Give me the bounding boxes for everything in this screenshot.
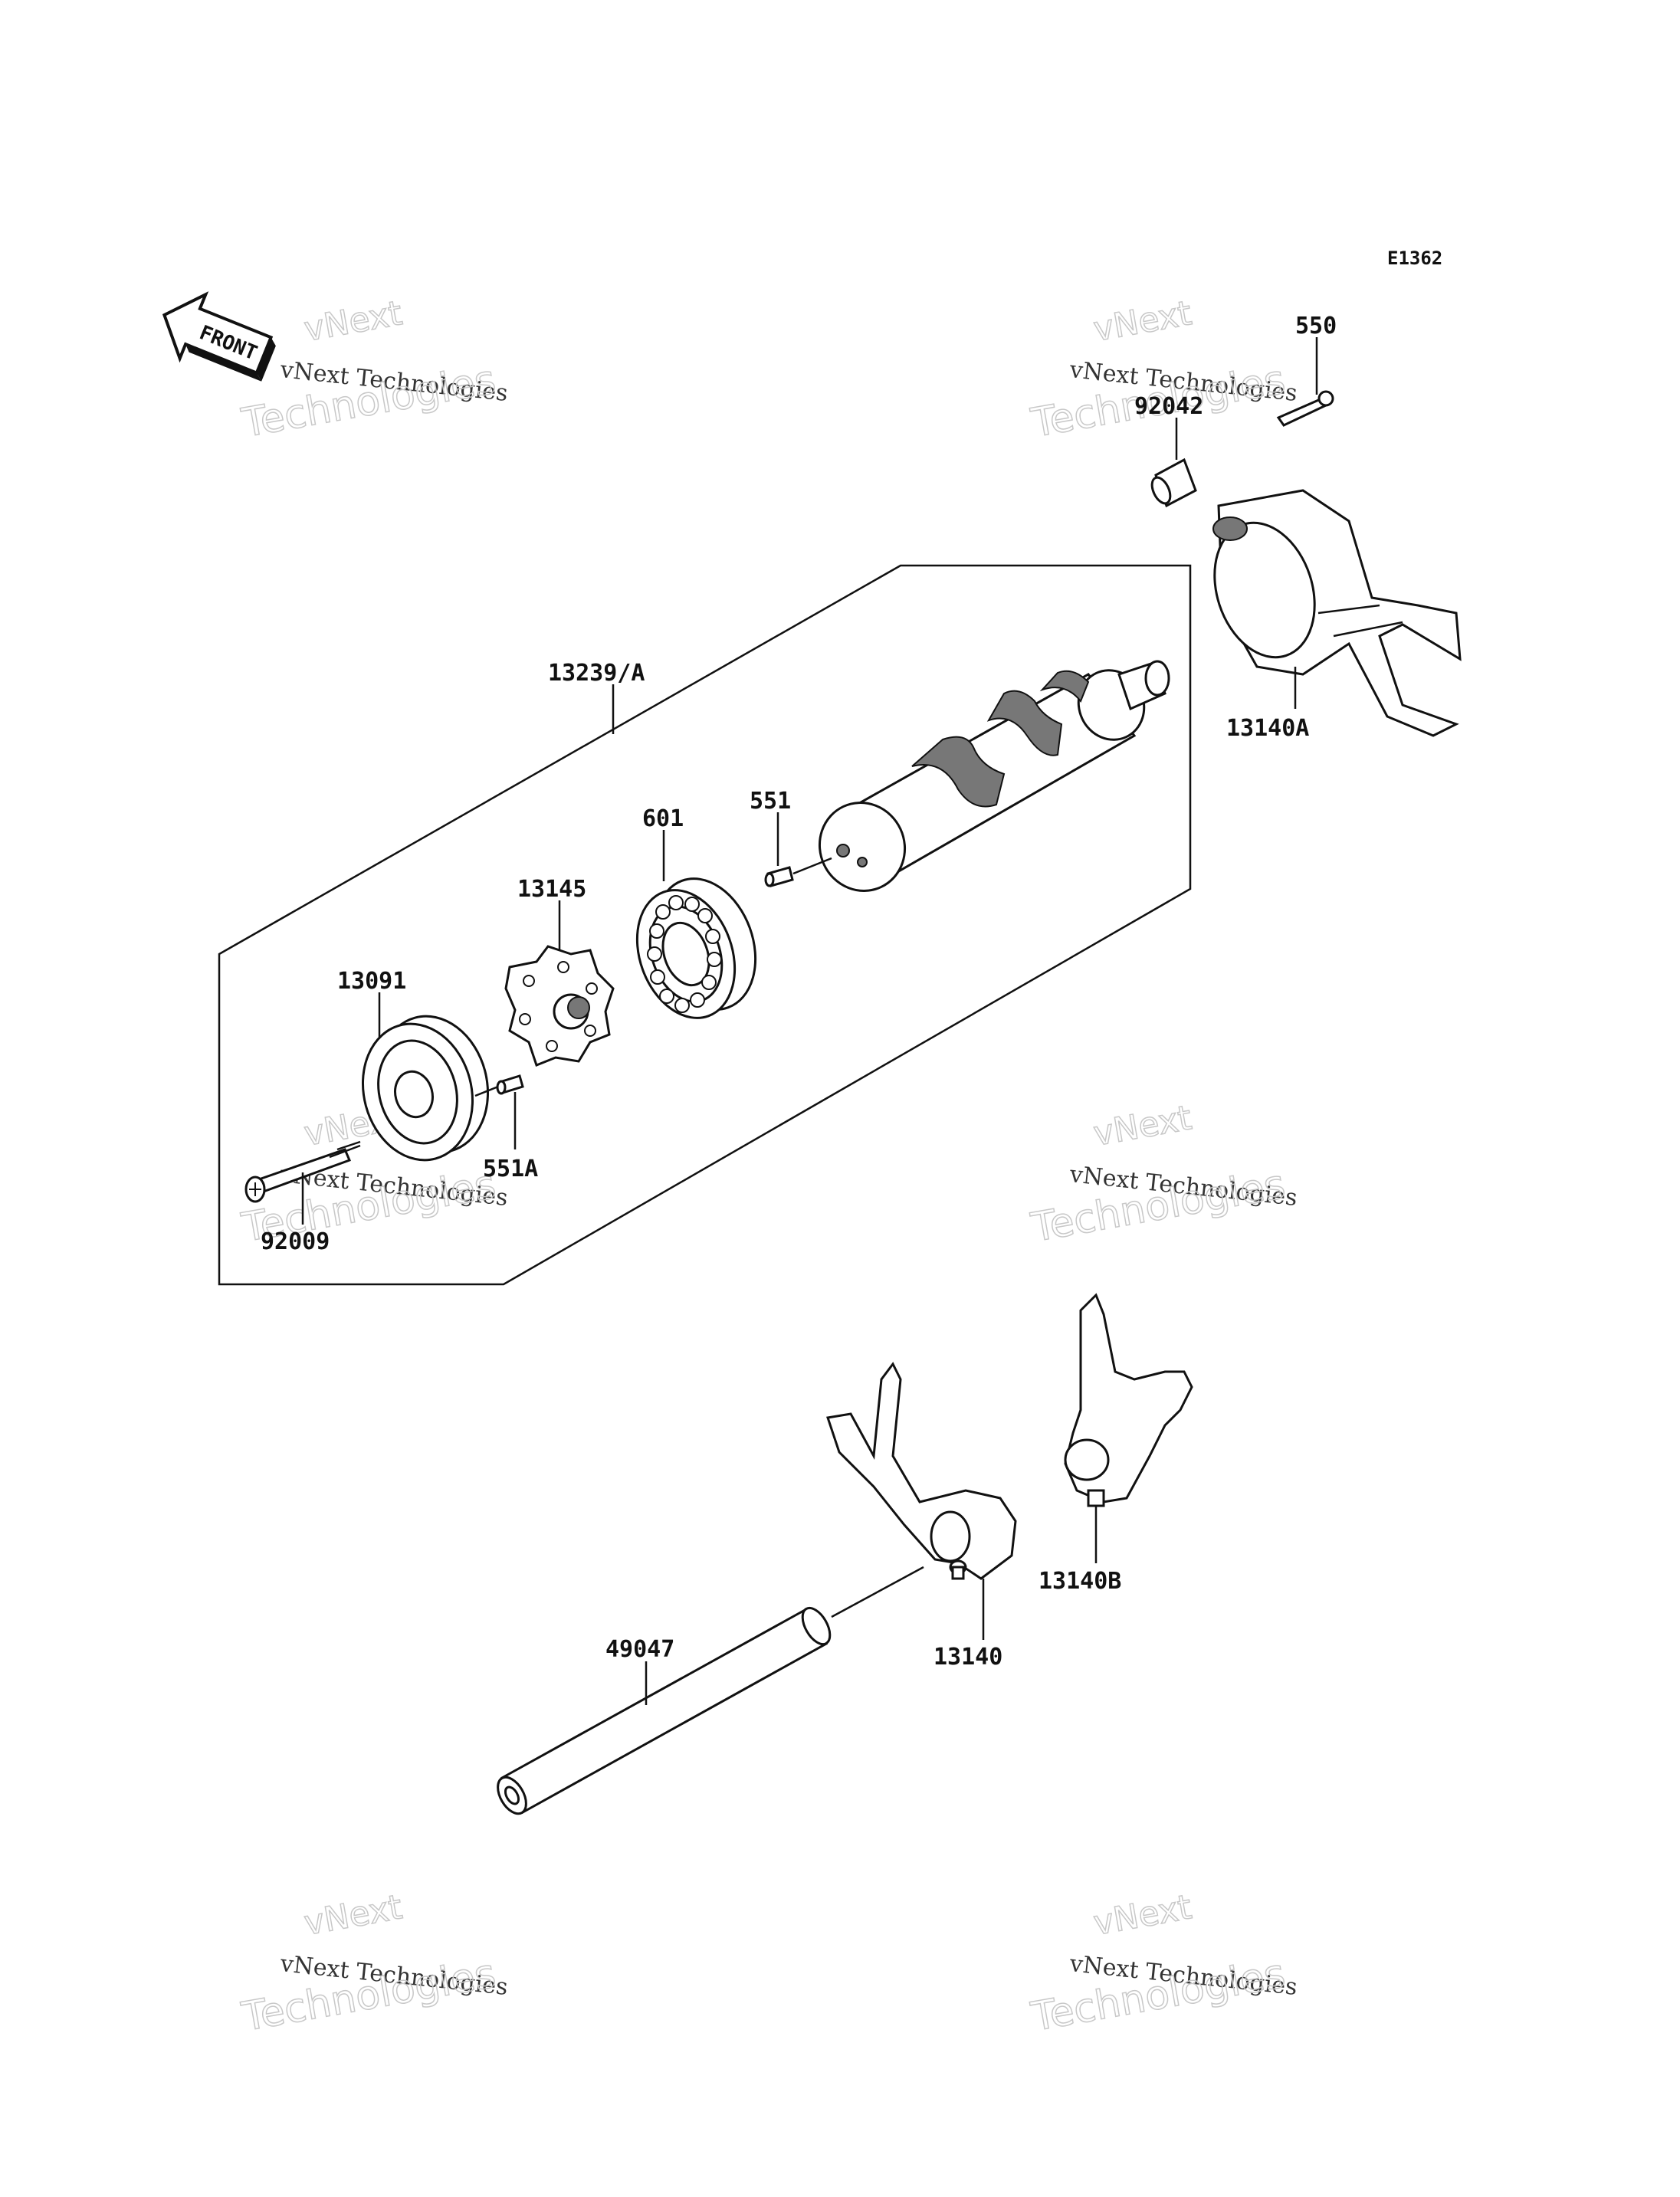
label-49047: 49047	[605, 1636, 674, 1663]
front-arrow-icon: FRONT	[162, 291, 276, 382]
label-92042: 92042	[1134, 393, 1203, 420]
pin-551	[764, 866, 794, 887]
shift-drum-13239a	[818, 660, 1170, 892]
assembly-outline	[218, 564, 1192, 1286]
label-13140: 13140	[934, 1644, 1002, 1671]
watermark-top-left: vNext vNext Technologies Technologies	[238, 293, 509, 448]
label-551: 551	[750, 788, 791, 815]
label-92009: 92009	[261, 1228, 330, 1255]
shift-fork-13140	[826, 1362, 1017, 1580]
label-13239a: 13239/A	[548, 660, 645, 687]
svg-text:vNext: vNext	[301, 293, 405, 349]
label-13140b: 13140B	[1039, 1568, 1121, 1595]
diagram-code: E1362	[1387, 248, 1442, 269]
leader-49047-to-fork	[831, 1566, 924, 1618]
star-cam-13145	[504, 945, 615, 1067]
bearing-601	[635, 877, 757, 1019]
label-550: 550	[1295, 313, 1337, 339]
label-13091: 13091	[337, 968, 406, 995]
cotter-pin-550	[1276, 390, 1334, 427]
svg-text:vNext: vNext	[1091, 1098, 1194, 1154]
shift-fork-13140a	[1212, 489, 1462, 737]
leader-551a-to-holder	[474, 1085, 499, 1097]
label-13140a: 13140A	[1226, 715, 1309, 742]
watermark-bottom-left: vNext vNext Technologies Technologies	[238, 1887, 509, 2041]
label-601: 601	[642, 805, 684, 832]
svg-text:vNext: vNext	[1091, 1887, 1194, 1943]
label-13145: 13145	[517, 876, 586, 903]
bolt-92009	[244, 1140, 361, 1203]
shift-rod-49047	[497, 1606, 832, 1815]
pin-551a	[496, 1074, 524, 1095]
pin-92042	[1150, 457, 1197, 508]
shift-fork-13140b	[1064, 1293, 1193, 1507]
label-551a: 551A	[483, 1156, 538, 1182]
svg-text:vNext: vNext	[1091, 293, 1194, 349]
leader-551-to-drum	[792, 857, 832, 875]
svg-text:vNext: vNext	[301, 1887, 405, 1943]
holder-13091	[361, 1015, 490, 1162]
watermark-mid-right: vNext vNext Technologies Technologies	[1027, 1098, 1298, 1252]
watermark-top-right: vNext vNext Technologies Technologies	[1027, 293, 1298, 448]
watermark-bottom-right: vNext vNext Technologies Technologies	[1027, 1887, 1298, 2041]
